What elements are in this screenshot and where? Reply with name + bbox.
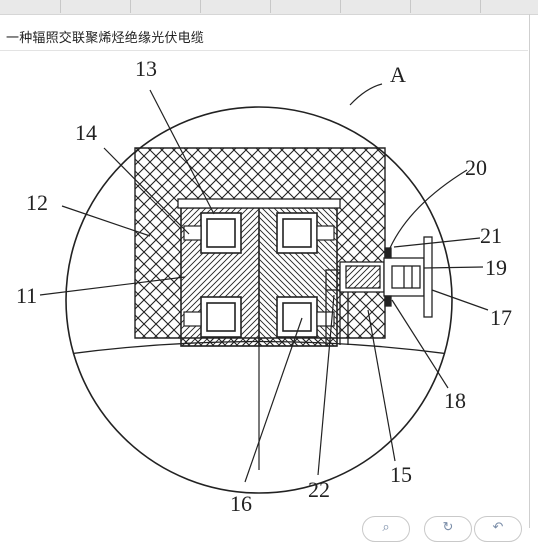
label-19: 19 xyxy=(485,255,507,280)
connector-tabs xyxy=(183,225,335,327)
undo-icon[interactable]: ↶ xyxy=(474,516,522,542)
label-21: 21 xyxy=(480,223,502,248)
panel-right-border xyxy=(529,14,530,528)
detail-circle xyxy=(65,106,453,494)
conductor-squares xyxy=(200,212,318,338)
label-20: 20 xyxy=(465,155,487,180)
core-frame xyxy=(177,198,341,209)
search-circle-icon[interactable]: ⌕ xyxy=(362,516,410,542)
label-A: A xyxy=(390,62,406,87)
title-divider xyxy=(0,50,528,51)
label-13: 13 xyxy=(135,56,157,81)
panel-title: 一种辐照交联聚烯烃绝缘光伏电缆 xyxy=(6,31,205,46)
label-16: 16 xyxy=(230,491,252,516)
label-12: 12 xyxy=(26,190,48,215)
toolbar-strip xyxy=(0,0,538,15)
patent-detail-figure: A 13 14 12 11 20 21 19 17 18 15 22 16 xyxy=(16,56,512,516)
label-22: 22 xyxy=(308,477,330,502)
leader-lines xyxy=(39,83,489,483)
rotate-icon[interactable]: ↻ xyxy=(424,516,472,542)
part-labels: A 13 14 12 11 20 21 19 17 18 15 22 16 xyxy=(16,56,512,516)
label-15: 15 xyxy=(390,462,412,487)
label-18: 18 xyxy=(444,388,466,413)
label-14: 14 xyxy=(75,120,97,145)
label-17: 17 xyxy=(490,305,512,330)
side-fitting xyxy=(325,236,433,346)
label-11: 11 xyxy=(16,283,37,308)
